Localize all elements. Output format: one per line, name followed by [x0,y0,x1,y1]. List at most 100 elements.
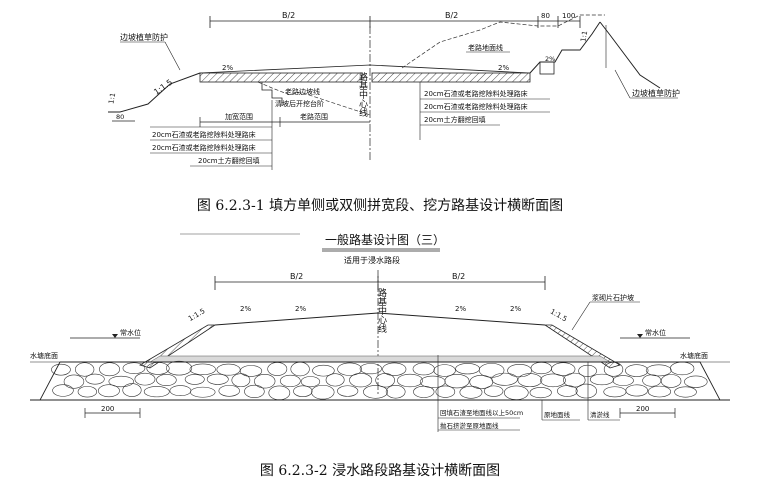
rock-shape [279,374,301,387]
label-old-side-line: 老路边坡线 [285,87,320,96]
rock-shape [98,384,120,398]
rock-shape [216,363,241,376]
rock-shape [412,362,435,376]
rock-shape [670,361,695,376]
pavement-left [199,72,363,83]
label-widen-range: 加宽范围 [225,112,253,121]
rock-shape [530,362,552,375]
grade-left: 2% [222,64,233,72]
rock-shape [540,373,566,388]
rock-shape [433,364,456,377]
bench-steps [261,82,283,106]
rock-shape [337,385,359,397]
fig2-dim-half-right: B/2 [452,272,465,281]
rock-shape [484,385,504,397]
rock-shape [603,386,627,398]
rock-shape [77,386,98,398]
rock-shape [557,385,578,397]
figure2-caption: 图 6.2.3-2 浸水路段路基设计横断面图 [259,463,501,479]
rock-shape [293,385,313,397]
rock-shape [647,385,672,398]
grade-4: 2% [510,305,521,313]
label-riprap: 浆砌片石护坡 [592,293,634,302]
rock-shape [254,374,276,389]
pavement-right [371,72,531,83]
left-layer-3: 20cm土方翻挖回填 [198,156,260,165]
fig2-dim-right: 200 [636,405,649,413]
grade-2: 2% [295,305,306,313]
label-stone-note: 抛石挤淤至原地面线 [440,421,499,430]
rock-shape [589,373,614,386]
rock-shape [312,364,335,377]
rock-shape [143,386,170,398]
figure2-subtitle: 适用于浸水路段 [344,255,400,265]
rock-shape [52,384,74,397]
rock-shape [478,363,505,378]
right-slope-face [599,21,661,89]
rock-shape [244,384,265,399]
rock-shape [625,364,649,377]
rock-shape [311,384,335,400]
rock-shape [290,361,310,377]
rock-shape [575,383,597,399]
label-water-right: 常水位 [645,328,666,337]
fill-layer [149,355,611,363]
slope-ratio-bottom: 1:1 [107,92,117,104]
rock-shape [660,374,682,388]
rock-shape [385,385,406,399]
label-bench: 清坡后开挖台阶 [275,99,324,108]
rock-shape [300,376,321,388]
fig2-dim-half-left: B/2 [290,272,303,281]
rock-fill [51,360,708,401]
rock-shape [189,363,216,376]
rock-shape [375,373,395,388]
rock-shape [267,362,288,376]
right-ditch [539,61,555,75]
rock-shape [268,385,291,401]
left-layer-2: 20cm石渣或老路挖除料处理路床 [152,143,256,152]
label-silt-line: 清淤线 [590,410,610,419]
right-layers-table: 20cm石渣或老路挖除料处理路床 20cm石渣或老路挖除料处理路床 20cm土方… [419,82,550,140]
rock-shape [134,372,156,386]
slope-ratio-left: 1:1.5 [152,78,174,97]
water-level-left: 常水位 水塘底面 [30,328,141,363]
dim-top-right-a: 80 [541,12,550,20]
rock-shape [239,365,263,377]
rock-shape [674,386,697,398]
fig2-slope-ratio-right: 1:1.5 [549,308,569,324]
rock-shape [169,385,192,397]
road-surface-2 [214,312,546,326]
old-road-slope-line [257,81,371,116]
label-slope-protect-left: 边坡植草防护 [120,32,168,42]
fig2-slope-ratio-left: 1:1.5 [187,307,207,323]
centerline-label-2: 路基中心线 [376,287,387,333]
grade-right-small: 2% [545,55,555,63]
rock-shape [503,385,529,400]
rock-shape [337,362,362,376]
rock-shape [455,363,480,375]
rock-shape [190,386,216,398]
rock-shape [218,385,240,397]
slope-ratio-right: 1:1 [579,30,589,42]
rock-shape [156,374,177,386]
label-slope-protect-right: 边坡植草防护 [632,88,680,98]
rock-shape [325,373,345,387]
centerline-label-1: 路基中心线 [357,71,368,117]
rock-shape [507,364,532,378]
rock-shape [419,375,446,389]
old-ground-line [401,14,605,69]
figure1-cross-section: B/2 B/2 80 100 路基中心线 1:1.5 1:1 2% 2% 80 … [107,11,680,170]
rock-shape [108,375,134,388]
rock-shape [529,387,552,399]
rock-shape [382,362,407,376]
right-layer-1: 20cm石渣或老路挖除料处理路床 [424,89,528,98]
label-fill-note: 回填石渣至地面线以上50cm [440,408,523,417]
rock-shape [63,374,85,389]
rock-shape [51,363,71,376]
rock-shape [517,373,543,388]
left-fill-slope [108,72,201,113]
rock-shape [491,372,518,386]
water-level-right: 常水位 水塘底面 浆砌片石护坡 [571,293,730,363]
notes-table: 回填石渣至地面线以上50cm 抛石挤淤至原地面线 原地面线 清淤线 [437,355,620,432]
